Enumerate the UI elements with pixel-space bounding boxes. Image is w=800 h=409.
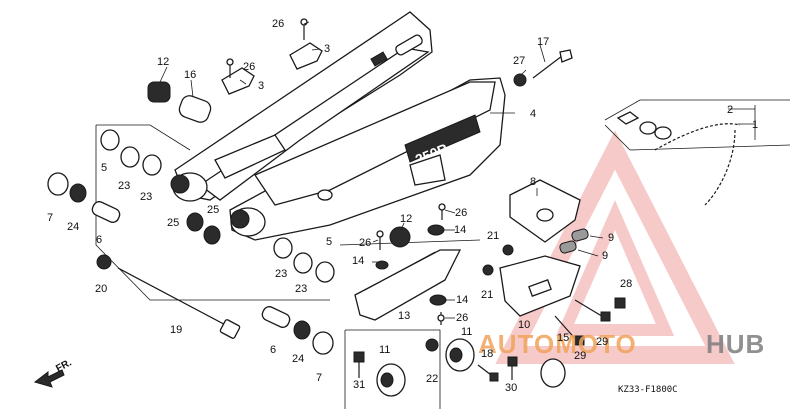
watermark-accent-text: AUTOMOTO: [478, 329, 637, 359]
callout-12: 12: [157, 56, 169, 68]
axle-adjust-parts: [513, 49, 573, 87]
callout-9: 9: [602, 250, 608, 262]
roller-parts: [353, 338, 566, 397]
callout-17: 17: [537, 36, 549, 48]
callout-29: 29: [596, 336, 608, 348]
front-direction-arrow: FR.: [33, 357, 74, 388]
callout-15: 15: [557, 332, 569, 344]
callout-14: 14: [352, 255, 364, 267]
callout-6: 6: [270, 344, 276, 356]
callout-11: 11: [379, 344, 390, 356]
callout-14: 14: [456, 294, 468, 306]
callout-5: 5: [326, 236, 332, 248]
callout-4: 4: [530, 108, 536, 120]
callout-20: 20: [95, 283, 107, 295]
leader-lines: [159, 21, 756, 319]
callout-labels: 1 2 3 3 4 5 5 6 6 7 7 8 9 9 10 11 11 12 …: [47, 18, 758, 394]
callout-31: 31: [353, 379, 365, 391]
callout-26: 26: [359, 237, 371, 249]
callout-8: 8: [530, 176, 536, 188]
callout-28: 28: [620, 278, 632, 290]
callout-14: 14: [454, 224, 466, 236]
callout-12: 12: [400, 213, 412, 225]
front-direction-label: FR.: [54, 357, 74, 374]
callout-29: 29: [574, 350, 586, 362]
callout-21: 21: [487, 230, 499, 242]
watermark-text: AUTOMOTO HUB: [478, 329, 765, 359]
callout-9: 9: [608, 232, 614, 244]
chain-guide-parts: [482, 179, 626, 346]
callout-5: 5: [101, 162, 107, 174]
callout-25: 25: [167, 217, 179, 229]
callout-21: 21: [481, 289, 493, 301]
callout-23: 23: [118, 180, 130, 192]
callout-16: 16: [184, 69, 196, 81]
callout-26: 26: [272, 18, 284, 30]
callout-18: 18: [481, 348, 493, 360]
callout-7: 7: [316, 372, 322, 384]
callout-26: 26: [456, 312, 468, 324]
pivot-parts: [47, 18, 335, 355]
drive-chain: [604, 99, 791, 206]
callout-13: 13: [398, 310, 410, 322]
callout-2: 2: [727, 104, 733, 116]
callout-23: 23: [295, 283, 307, 295]
callout-23: 23: [140, 191, 152, 203]
callout-25: 25: [207, 204, 219, 216]
watermark-dark-text: HUB: [706, 329, 765, 359]
swingarm: 250R: [170, 11, 506, 241]
callout-11: 11: [461, 326, 472, 338]
callout-10: 10: [518, 319, 530, 331]
callout-26: 26: [455, 207, 467, 219]
callout-7: 7: [47, 212, 53, 224]
group-outline: [95, 124, 481, 409]
callout-3: 3: [324, 43, 330, 55]
callout-27: 27: [513, 55, 525, 67]
callout-24: 24: [292, 353, 304, 365]
drawing-code: KZ33-F1800C: [618, 385, 678, 395]
callout-23: 23: [275, 268, 287, 280]
callout-30: 30: [505, 382, 517, 394]
callout-3: 3: [258, 80, 264, 92]
chain-slider-parts: [354, 203, 462, 325]
callout-19: 19: [170, 324, 182, 336]
callout-6: 6: [96, 234, 102, 246]
callout-24: 24: [67, 221, 79, 233]
callout-22: 22: [426, 373, 438, 385]
callout-26: 26: [243, 61, 255, 73]
callout-1: 1: [752, 119, 758, 131]
